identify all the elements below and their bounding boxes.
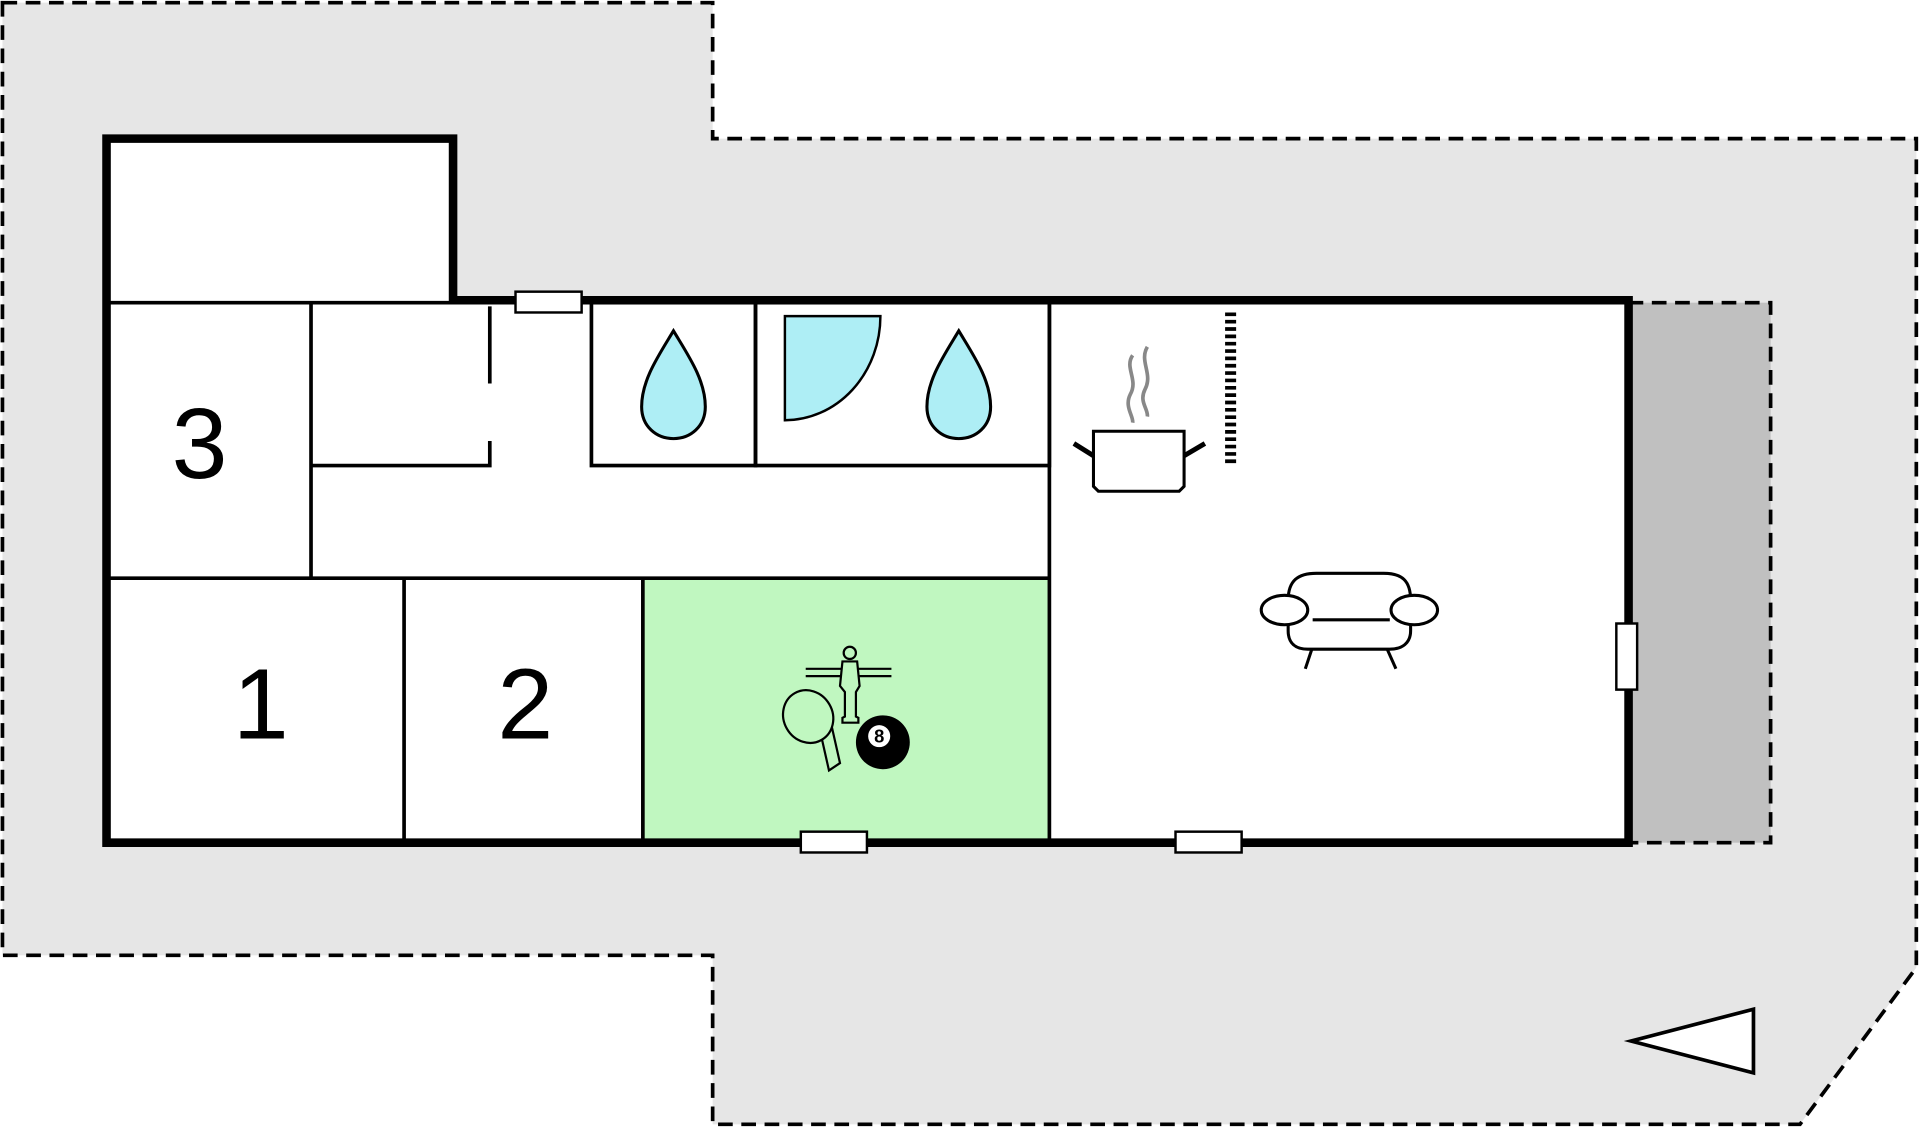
window-icon [514,290,583,314]
exterior-walls [102,134,1633,847]
shower-icon [783,314,882,422]
water-drop-icon [925,327,993,441]
window-icon [799,830,869,854]
house-outline [106,138,1629,843]
window-icon [1174,830,1243,854]
sofa-icon [1259,571,1440,670]
foosball-icon [805,645,892,724]
billiard-ball-number: 8 [874,725,884,746]
covered-terrace [1626,300,1773,845]
billiard-ball-icon: 8 [855,715,910,770]
room-label-1: 1 [233,649,289,761]
window-icon [1615,622,1639,691]
steam-icon [1126,345,1150,424]
room-label-3: 3 [172,388,228,500]
north-arrow-icon [1623,1006,1756,1076]
cooking-pot-icon [1072,429,1207,493]
room-label-2: 2 [497,649,553,761]
water-drop-icon [640,327,707,441]
ping-pong-paddle-icon [781,689,842,773]
